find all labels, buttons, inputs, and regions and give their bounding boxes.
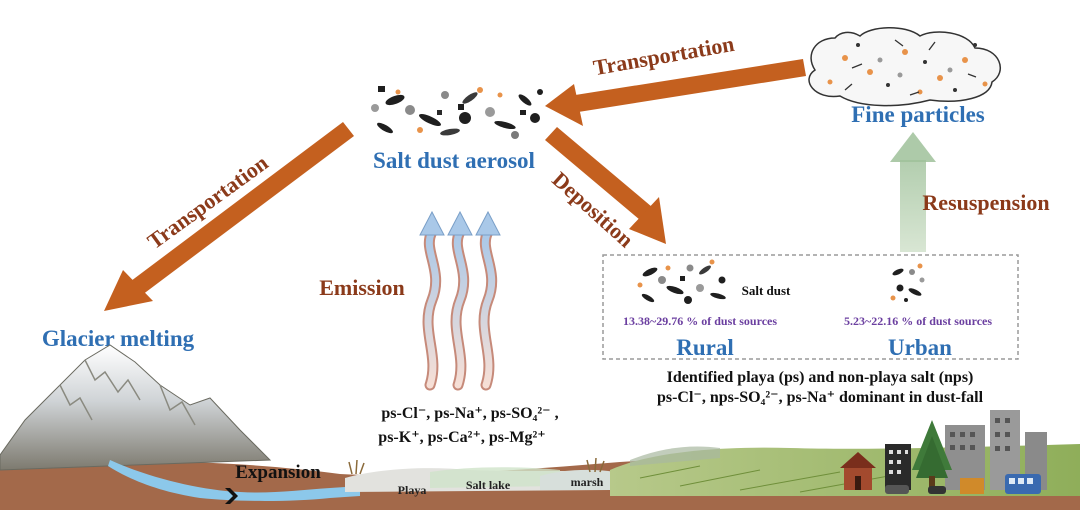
meltwater-stream — [108, 460, 360, 501]
rural-percent-label: 13.38~29.76 % of dust sources — [623, 314, 777, 328]
fine-particles-label: Fine particles — [851, 102, 985, 127]
salt-dust-aerosol-cluster — [368, 86, 546, 140]
expansion-chevron-icon — [225, 488, 238, 504]
identified-line-2: ps-Cl⁻, nps-SO₄²⁻, ps-Na⁺ dominant in du… — [657, 389, 984, 406]
salt-dust-small-label: Salt dust — [742, 283, 791, 298]
marsh-area — [540, 469, 620, 490]
marsh-label: marsh — [571, 475, 604, 489]
playa-label: Playa — [398, 483, 427, 497]
deposition-arrow — [545, 127, 666, 244]
emission-label: Emission — [319, 275, 405, 300]
transportation-arrow-top — [545, 59, 806, 126]
ions-line-2: ps-K⁺, ps-Ca²⁺, ps-Mg²⁺ — [378, 429, 545, 446]
identified-line-1: Identified playa (ps) and non-playa salt… — [667, 369, 974, 386]
urban-label: Urban — [888, 335, 952, 360]
urban-salt-dust-cluster — [888, 262, 928, 304]
expansion-label: Expansion — [235, 462, 321, 483]
tree-icon — [912, 420, 952, 490]
urban-percent-label: 5.23~22.16 % of dust sources — [844, 314, 992, 328]
salt-lake-area — [430, 467, 560, 488]
landscape — [0, 344, 1080, 510]
glacier-mountain — [0, 344, 272, 471]
emission-arrows — [419, 210, 501, 391]
rural-salt-dust-cluster — [636, 259, 728, 306]
salt-lake-label: Salt lake — [466, 478, 511, 492]
salt-dust-aerosol-label: Salt dust aerosol — [373, 148, 535, 173]
rural-label: Rural — [676, 335, 734, 360]
vehicles-icon — [885, 474, 1041, 494]
ions-line-1: ps-Cl⁻, ps-Na⁺, ps-SO₄²⁻ , — [381, 405, 558, 422]
buildings-icon — [885, 410, 1047, 490]
house-icon — [840, 452, 876, 490]
resuspension-arrow — [890, 132, 936, 252]
glacier-melting-label: Glacier melting — [42, 326, 195, 351]
transportation-label-top: Transportation — [591, 31, 736, 80]
resuspension-label: Resuspension — [922, 190, 1049, 215]
transportation-arrow-left — [104, 122, 354, 311]
fine-particles-cloud — [808, 27, 1002, 107]
